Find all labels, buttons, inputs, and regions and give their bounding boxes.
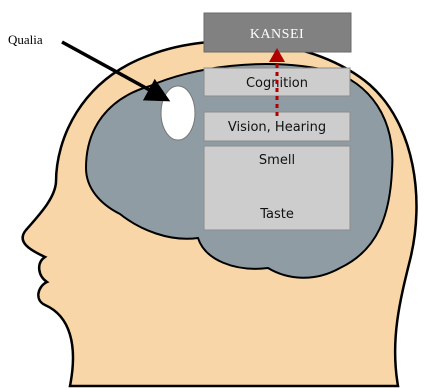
kansei-box: KANSEI: [204, 13, 351, 52]
smell-label: Smell: [259, 153, 295, 168]
qualia-label: Qualia: [8, 32, 43, 47]
vision-hearing-box: Vision, Hearing: [204, 112, 350, 141]
kansei-label: KANSEI: [250, 27, 304, 42]
qualia-spot: [161, 86, 195, 140]
taste-label: Taste: [259, 207, 294, 222]
smell-taste-box: Smell Taste: [204, 146, 350, 230]
vision-hearing-label: Vision, Hearing: [228, 120, 326, 135]
